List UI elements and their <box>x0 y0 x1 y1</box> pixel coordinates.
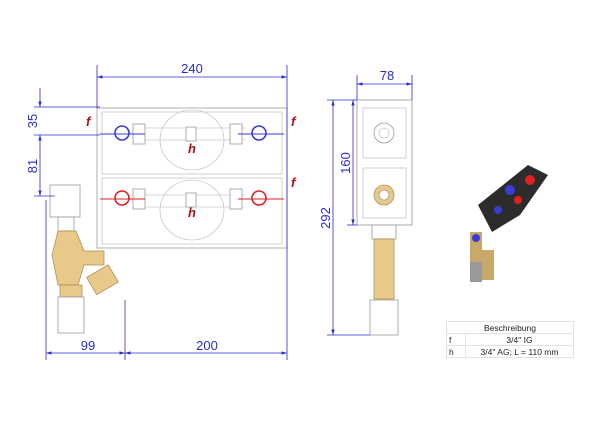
legend-header: Beschreibung <box>446 321 574 334</box>
hot-valve-left-icon <box>114 190 130 206</box>
dim-height-81: 81 <box>25 159 40 173</box>
dim-side-78: 78 <box>380 68 394 83</box>
cold-valve-left-icon <box>114 125 130 141</box>
legend-value: 3/4" AG; L = 110 mm <box>465 345 574 358</box>
side-view <box>356 99 413 336</box>
front-view-manifold <box>96 107 288 249</box>
front-view-fitting <box>49 184 119 334</box>
product-3d-image <box>470 165 548 282</box>
label-f-top-left: f <box>86 114 92 129</box>
dim-height-35: 35 <box>25 114 40 128</box>
dim-side-160: 160 <box>338 152 353 174</box>
dim-width-99: 99 <box>81 338 95 353</box>
dim-width-200: 200 <box>196 338 218 353</box>
legend-key: f <box>446 333 466 346</box>
dim-side-292: 292 <box>318 207 333 229</box>
dimension-lines <box>34 65 413 360</box>
legend-value: 3/4" IG <box>465 333 574 346</box>
legend-key: h <box>446 345 466 358</box>
dim-width-240: 240 <box>181 61 203 76</box>
cold-valve-right-icon <box>251 125 267 141</box>
label-h-bottom: h <box>188 205 196 220</box>
label-h-top: h <box>188 141 196 156</box>
hot-valve-right-icon <box>251 190 267 206</box>
label-f-bottom-right: f <box>291 175 297 190</box>
label-f-top-right: f <box>291 114 297 129</box>
